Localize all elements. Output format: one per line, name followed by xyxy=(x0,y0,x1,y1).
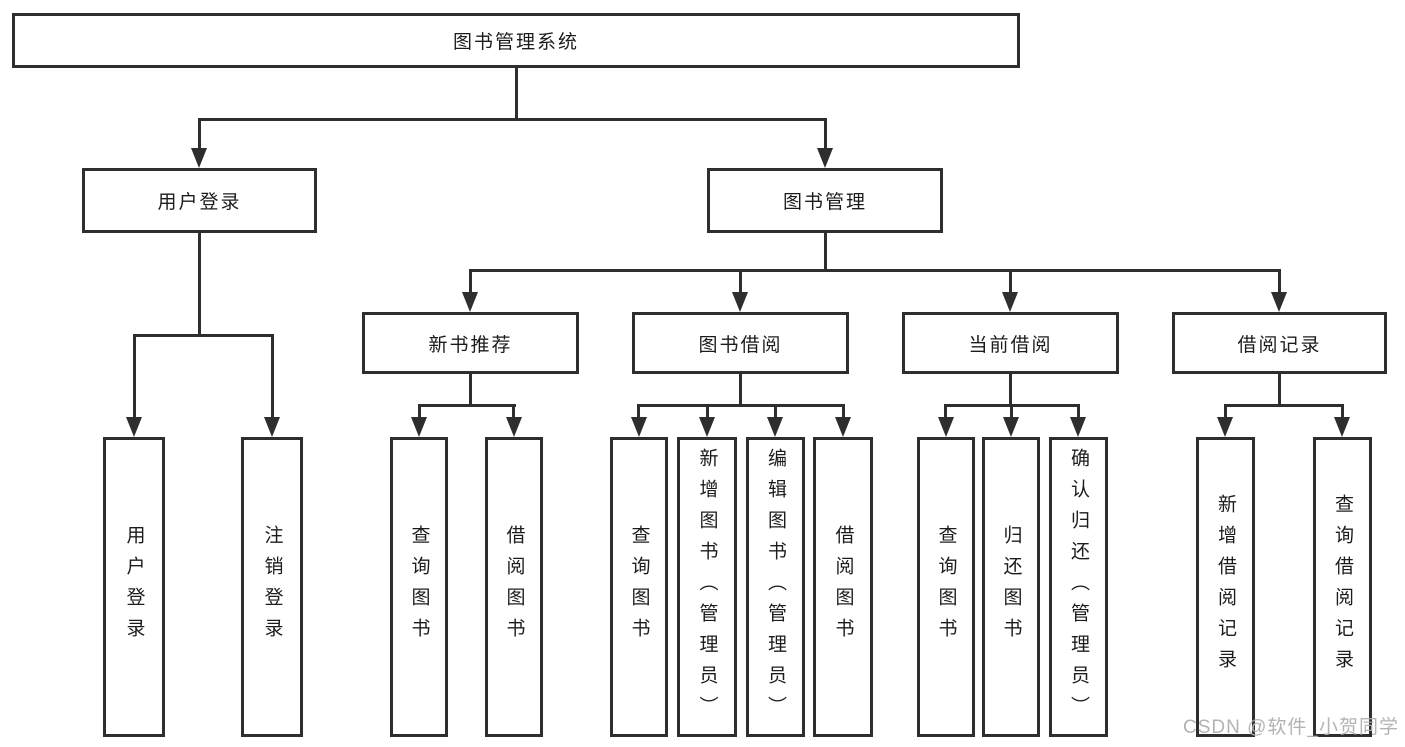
leaf-bb-add-book-admin: 新增图书（管理员） xyxy=(677,437,737,737)
leaf-br-query-borrow-record: 查询借阅记录 xyxy=(1313,437,1372,737)
connector-line xyxy=(512,404,515,419)
arrow-down-icon xyxy=(506,417,522,437)
connector-line xyxy=(824,118,827,150)
node-root: 图书管理系统 xyxy=(12,13,1020,68)
arrow-down-icon xyxy=(411,417,427,437)
node-user-login: 用户登录 xyxy=(82,168,317,233)
connector-line xyxy=(133,334,136,419)
arrow-down-icon xyxy=(462,292,478,312)
leaf-nb-borrow-book: 借阅图书 xyxy=(485,437,543,737)
connector-line xyxy=(1278,269,1281,294)
connector-line xyxy=(944,404,947,419)
arrow-down-icon xyxy=(1070,417,1086,437)
arrow-down-icon xyxy=(264,417,280,437)
connector-line xyxy=(638,404,845,407)
node-current-borrow: 当前借阅 xyxy=(902,312,1119,374)
connector-line xyxy=(1009,374,1012,407)
node-new-book-recommend: 新书推荐 xyxy=(362,312,579,374)
connector-line xyxy=(418,404,421,419)
leaf-nb-query-book: 查询图书 xyxy=(390,437,448,737)
leaf-cb-return-book: 归还图书 xyxy=(982,437,1040,737)
connector-line xyxy=(824,233,827,272)
arrow-down-icon xyxy=(767,417,783,437)
connector-line xyxy=(469,374,472,407)
arrow-down-icon xyxy=(126,417,142,437)
connector-line xyxy=(842,404,845,419)
connector-line xyxy=(418,404,516,407)
arrow-down-icon xyxy=(699,417,715,437)
leaf-br-add-borrow-record: 新增借阅记录 xyxy=(1196,437,1255,737)
leaf-cb-query-book: 查询图书 xyxy=(917,437,975,737)
leaf-bb-edit-book-admin: 编辑图书（管理员） xyxy=(746,437,805,737)
connector-line xyxy=(133,334,274,337)
arrow-down-icon xyxy=(631,417,647,437)
connector-line xyxy=(515,68,518,121)
arrow-down-icon xyxy=(1271,292,1287,312)
connector-line xyxy=(469,269,1281,272)
connector-line xyxy=(706,404,709,419)
connector-line xyxy=(1010,404,1013,419)
connector-line xyxy=(1224,404,1227,419)
connector-line xyxy=(774,404,777,419)
node-book-borrow: 图书借阅 xyxy=(632,312,849,374)
connector-line xyxy=(637,404,640,419)
arrow-down-icon xyxy=(1003,417,1019,437)
connector-line xyxy=(271,334,274,419)
connector-line xyxy=(1077,404,1080,419)
leaf-bb-query-book: 查询图书 xyxy=(610,437,668,737)
node-book-management: 图书管理 xyxy=(707,168,943,233)
arrow-down-icon xyxy=(1334,417,1350,437)
connector-line xyxy=(739,269,742,294)
arrow-down-icon xyxy=(817,148,833,168)
leaf-bb-borrow-book: 借阅图书 xyxy=(813,437,873,737)
arrow-down-icon xyxy=(732,292,748,312)
connector-line xyxy=(198,118,201,150)
connector-line xyxy=(1224,404,1344,407)
arrow-down-icon xyxy=(1217,417,1233,437)
arrow-down-icon xyxy=(1002,292,1018,312)
arrow-down-icon xyxy=(191,148,207,168)
connector-line xyxy=(1278,374,1281,407)
arrow-down-icon xyxy=(835,417,851,437)
connector-line xyxy=(198,118,827,121)
connector-line xyxy=(198,233,201,337)
arrow-down-icon xyxy=(938,417,954,437)
connector-line xyxy=(739,374,742,407)
node-borrow-records: 借阅记录 xyxy=(1172,312,1387,374)
watermark: CSDN @软件_小贺同学 xyxy=(1183,717,1399,738)
leaf-cb-confirm-return-admin: 确认归还（管理员） xyxy=(1049,437,1108,737)
connector-line xyxy=(1009,269,1012,294)
leaf-logout-login: 注销登录 xyxy=(241,437,303,737)
leaf-user-login: 用户登录 xyxy=(103,437,165,737)
connector-line xyxy=(469,269,472,294)
connector-line xyxy=(1341,404,1344,419)
